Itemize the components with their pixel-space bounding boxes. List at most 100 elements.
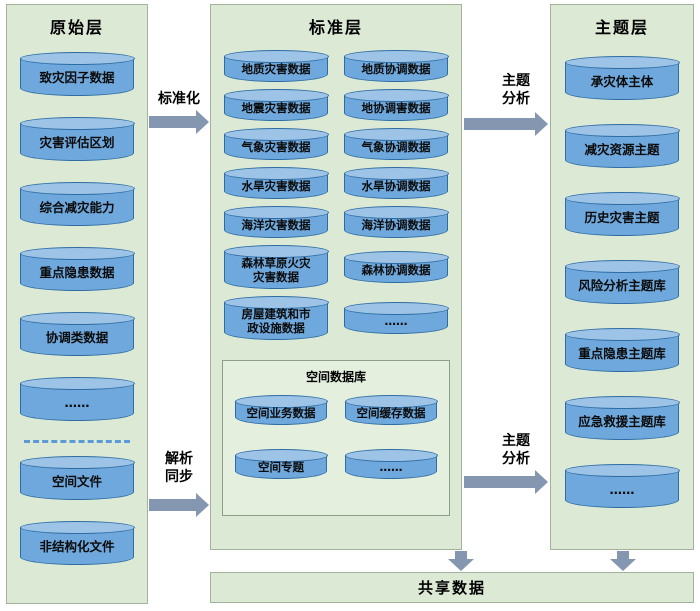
- parse-sync-arrow: [149, 493, 209, 517]
- arrow-shaft: [464, 118, 536, 130]
- db-cylinder: 水旱协调数据: [343, 166, 449, 199]
- db-cylinder-ellipsis: ……: [564, 463, 680, 508]
- db-cylinder: 地震灾害数据: [223, 88, 329, 121]
- down-arrow-theme-to-shared: [610, 551, 636, 571]
- db-cylinder: 气象协调数据: [343, 127, 449, 160]
- standard-row: 气象灾害数据 气象协调数据: [223, 127, 449, 160]
- db-cylinder-label: 综合减灾能力: [39, 200, 115, 215]
- db-cylinder: 承灾体主体: [564, 55, 680, 100]
- theme-analysis-label-bottom: 主题 分析: [502, 433, 530, 468]
- db-cylinder-label: 水旱灾害数据: [241, 178, 311, 193]
- db-cylinder-label: 重点隐患数据: [39, 265, 115, 280]
- panel-original-layer: 原始层 致灾因子数据 灾害评估区划 综合减灾能力 重点隐患数据 协调类数据 ………: [6, 4, 148, 604]
- db-cylinder-label: 海洋灾害数据: [241, 217, 311, 232]
- standard-row: 海洋灾害数据 海洋协调数据: [223, 205, 449, 238]
- db-cylinder: 空间专题: [234, 448, 328, 479]
- db-cylinder-label: 重点隐患主题库: [578, 346, 666, 361]
- db-cylinder-label: 地协调害数据: [361, 100, 431, 115]
- db-cylinder: 综合减灾能力: [19, 181, 135, 226]
- standard-layer-title: 标准层: [308, 18, 363, 37]
- db-cylinder: 海洋协调数据: [343, 205, 449, 238]
- db-cylinder: 空间缓存数据: [344, 394, 438, 425]
- db-cylinder-label: ……: [379, 459, 403, 474]
- db-cylinder-label: 非结构化文件: [39, 539, 115, 554]
- db-cylinder-label: 减灾资源主题: [584, 142, 660, 157]
- arrow-head: [610, 559, 636, 571]
- shared-data-bar: 共享数据: [210, 572, 694, 603]
- db-cylinder: 减灾资源主题: [564, 123, 680, 168]
- db-cylinder-label: 应急救援主题库: [578, 414, 666, 429]
- db-cylinder-ellipsis: ……: [19, 376, 135, 421]
- db-cylinder-label: 森林草原火灾 灾害数据: [241, 255, 311, 284]
- db-cylinder-label: 协调类数据: [45, 330, 109, 345]
- db-cylinder-label: 气象协调数据: [361, 139, 431, 154]
- dashed-divider: [24, 440, 130, 443]
- theme-analysis-arrow-top: [464, 112, 548, 136]
- db-cylinder-label: 房屋建筑和市 政设施数据: [241, 306, 311, 335]
- db-cylinder: 历史灾害主题: [564, 191, 680, 236]
- db-cylinder: 海洋灾害数据: [223, 205, 329, 238]
- theme-analysis-arrow-bottom: [464, 470, 548, 494]
- db-cylinder: 非结构化文件: [19, 520, 135, 565]
- standard-row: 地震灾害数据 地协调害数据: [223, 88, 449, 121]
- panel-theme-layer: 主题层 承灾体主体 减灾资源主题 历史灾害主题 风险分析主题库 重点隐患主题库 …: [550, 4, 694, 550]
- db-cylinder: 空间文件: [19, 455, 135, 500]
- db-cylinder-label: 气象灾害数据: [241, 139, 311, 154]
- arrow-shaft: [464, 476, 536, 488]
- spatial-database-grid: 空间业务数据 空间缓存数据 空间专题 ……: [223, 385, 449, 479]
- standard-row: 房屋建筑和市 政设施数据 ……: [223, 295, 449, 340]
- arrow-head: [196, 493, 209, 517]
- db-cylinder-label: 致灾因子数据: [39, 70, 115, 85]
- db-cylinder: 应急救援主题库: [564, 395, 680, 440]
- db-cylinder-label: 地震灾害数据: [241, 100, 311, 115]
- arrow-head: [196, 110, 209, 134]
- db-cylinder-label: 空间文件: [51, 474, 102, 489]
- db-cylinder-label: 灾害评估区划: [39, 135, 115, 150]
- db-cylinder: 森林草原火灾 灾害数据: [223, 244, 329, 289]
- down-arrow-standard-to-shared: [448, 551, 474, 571]
- db-cylinder: 灾害评估区划: [19, 116, 135, 161]
- db-cylinder-label: 风险分析主题库: [578, 278, 666, 293]
- db-cylinder-label: 空间缓存数据: [356, 405, 426, 420]
- db-cylinder-label: ……: [384, 313, 408, 328]
- spatial-database-title: 空间数据库: [305, 370, 366, 384]
- db-cylinder-label: 空间业务数据: [246, 405, 316, 420]
- standard-row: 森林草原火灾 灾害数据 森林协调数据: [223, 244, 449, 289]
- db-cylinder: 森林协调数据: [343, 250, 449, 283]
- db-cylinder-label: 海洋协调数据: [361, 217, 431, 232]
- original-layer-stack: 致灾因子数据 灾害评估区划 综合减灾能力 重点隐患数据 协调类数据 …… 空间文…: [7, 51, 147, 565]
- standardize-label: 标准化: [158, 91, 200, 107]
- db-cylinder-label: 空间专题: [258, 459, 304, 474]
- db-cylinder-label: 承灾体主体: [590, 74, 654, 89]
- arrow-shaft: [149, 499, 197, 511]
- theme-analysis-label-top: 主题 分析: [502, 73, 530, 108]
- db-cylinder-label: 地质协调数据: [361, 61, 431, 76]
- db-cylinder-label: ……: [609, 482, 635, 497]
- arrow-shaft: [617, 551, 629, 560]
- db-cylinder-label: 水旱协调数据: [361, 178, 431, 193]
- panel-standard-layer: 标准层 地质灾害数据 地质协调数据 地震灾害数据 地协调害数据 气象灾害数据 气…: [210, 4, 462, 550]
- db-cylinder: 致灾因子数据: [19, 51, 135, 96]
- parse-sync-label: 解析 同步: [165, 451, 193, 486]
- db-cylinder: 协调类数据: [19, 311, 135, 356]
- shared-data-label: 共享数据: [417, 579, 486, 597]
- db-cylinder: 空间业务数据: [234, 394, 328, 425]
- arrow-head: [448, 559, 474, 571]
- db-cylinder-label: ……: [64, 395, 90, 410]
- arrow-shaft: [149, 116, 197, 128]
- db-cylinder: 水旱灾害数据: [223, 166, 329, 199]
- original-layer-title: 原始层: [49, 18, 104, 37]
- db-cylinder: 房屋建筑和市 政设施数据: [223, 295, 329, 340]
- db-cylinder-label: 森林协调数据: [361, 262, 431, 277]
- db-cylinder: 地协调害数据: [343, 88, 449, 121]
- spatial-database-group: 空间数据库 空间业务数据 空间缓存数据 空间专题 ……: [222, 360, 450, 516]
- db-cylinder: 风险分析主题库: [564, 259, 680, 304]
- arrow-shaft: [455, 551, 467, 560]
- db-cylinder-label: 地质灾害数据: [241, 61, 311, 76]
- db-cylinder: 地质协调数据: [343, 49, 449, 82]
- standard-layer-grid: 地质灾害数据 地质协调数据 地震灾害数据 地协调害数据 气象灾害数据 气象协调数…: [211, 49, 461, 340]
- standardize-arrow: [149, 110, 209, 134]
- db-cylinder: 气象灾害数据: [223, 127, 329, 160]
- arrow-head: [535, 470, 548, 494]
